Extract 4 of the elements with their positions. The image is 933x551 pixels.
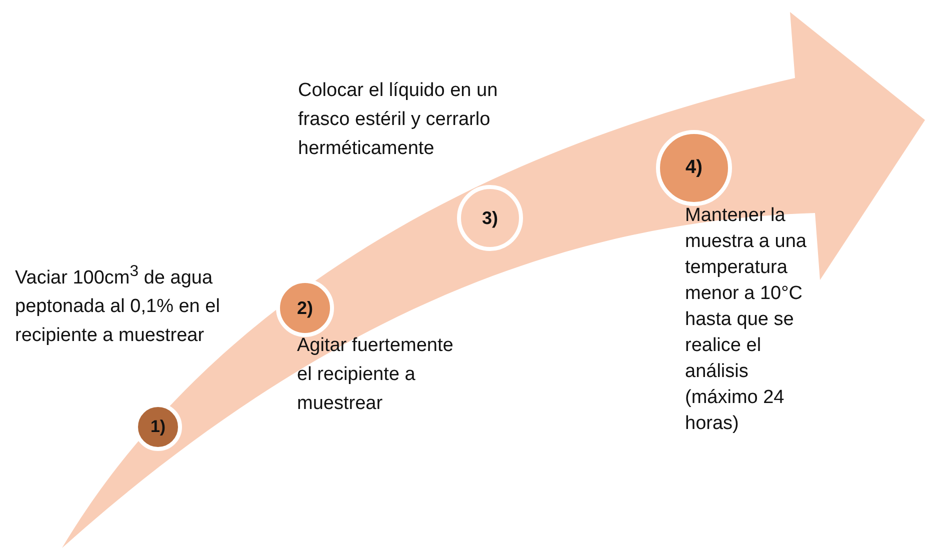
step-description: Agitar fuertemente el recipiente a muestrear (297, 334, 454, 416)
step-description: Mantener la muestra a una temperatura menor a 10°C hasta que se realice el análisis (máximo 24 horas) (685, 204, 808, 436)
step-description: Vaciar 100cm$^{3}$ de agua peptonada al 0,1% en el recipiente a muestrear (15, 262, 221, 348)
step-description: Colocar el líquido en un frasco estéril y cerrarlo herméticamente (298, 79, 499, 161)
